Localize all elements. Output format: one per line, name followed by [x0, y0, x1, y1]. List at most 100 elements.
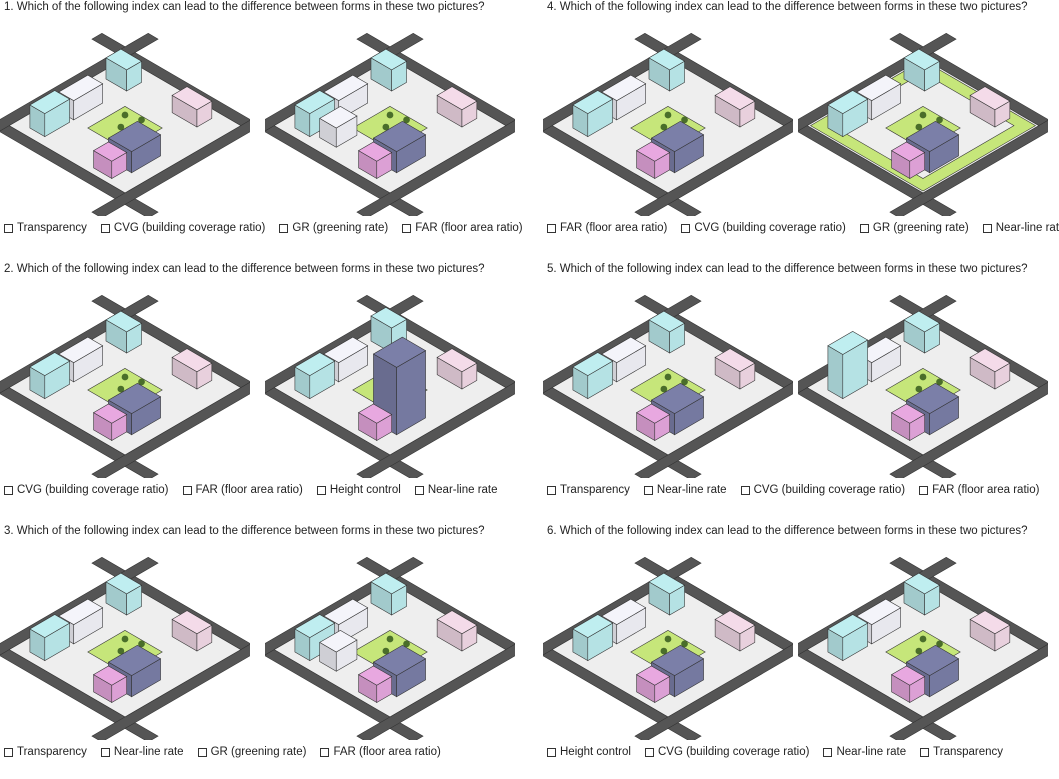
option-2[interactable]: CVG (building coverage ratio) [681, 222, 846, 234]
building-roof [294, 90, 336, 114]
option-label: Height control [329, 484, 401, 496]
option-4[interactable]: Near-line rate [982, 222, 1059, 234]
building-roof [58, 336, 104, 363]
option-1[interactable]: Transparency [4, 222, 87, 234]
checkbox[interactable] [100, 747, 110, 757]
checkbox[interactable] [547, 223, 556, 233]
option-label: CVG (building coverage ratio) [694, 222, 846, 234]
tree-icon [681, 116, 688, 124]
option-4[interactable]: FAR (floor area ratio) [320, 746, 441, 758]
site-diagram-a [0, 278, 260, 478]
tree-icon [919, 635, 927, 643]
checkbox[interactable] [547, 485, 556, 495]
building-roof [856, 74, 902, 101]
building-roof [323, 598, 369, 625]
checkbox[interactable] [4, 747, 13, 757]
building-roof [319, 106, 358, 129]
option-2[interactable]: FAR (floor area ratio) [182, 484, 303, 496]
option-3[interactable]: Near-line rate [823, 746, 906, 758]
option-3[interactable]: GR (greening rate) [197, 746, 306, 758]
tree-icon [664, 635, 672, 643]
checkbox[interactable] [4, 223, 13, 233]
option-label: Transparency [560, 484, 630, 496]
option-label: Transparency [17, 746, 87, 758]
option-3[interactable]: GR (greening rate) [279, 222, 388, 234]
checkbox[interactable] [4, 485, 13, 495]
tree-icon [138, 116, 145, 124]
isometric-site-svg [798, 32, 1048, 216]
building-roof [171, 86, 213, 111]
checkbox[interactable] [414, 485, 424, 495]
building-roof [650, 120, 705, 152]
checkbox[interactable] [547, 747, 556, 757]
checkbox[interactable] [920, 747, 930, 757]
option-1[interactable]: Transparency [547, 484, 630, 496]
checkbox[interactable] [644, 747, 654, 757]
option-1[interactable]: FAR (floor area ratio) [547, 222, 667, 234]
checkbox[interactable] [279, 223, 289, 233]
building-roof [891, 665, 926, 686]
building-roof [370, 572, 408, 595]
building-roof [29, 352, 71, 376]
site-diagram-a [543, 16, 803, 216]
tree-icon [936, 378, 943, 386]
checkbox[interactable] [681, 223, 691, 233]
checkbox[interactable] [859, 223, 869, 233]
option-label: FAR (floor area ratio) [195, 484, 303, 496]
checkbox[interactable] [740, 485, 750, 495]
option-2[interactable]: CVG (building coverage ratio) [100, 222, 265, 234]
checkbox[interactable] [320, 747, 330, 757]
option-2[interactable]: Near-line rate [100, 746, 184, 758]
checkbox[interactable] [182, 485, 192, 495]
building-roof [107, 382, 162, 414]
option-label: Transparency [933, 746, 1004, 758]
option-label: Near-line rate [656, 484, 727, 496]
checkbox[interactable] [643, 485, 653, 495]
checkbox[interactable] [197, 747, 207, 757]
checkbox[interactable] [823, 747, 833, 757]
tree-icon [121, 373, 129, 381]
option-4[interactable]: Transparency [920, 746, 1003, 758]
tree-icon [664, 111, 672, 119]
option-4[interactable]: FAR (floor area ratio) [402, 222, 523, 234]
checkbox[interactable] [316, 485, 326, 495]
option-3[interactable]: CVG (building coverage ratio) [740, 484, 905, 496]
building-roof [294, 352, 336, 376]
building-roof [319, 630, 358, 653]
building-roof [903, 572, 941, 595]
tree-icon [936, 116, 943, 124]
tree-icon [915, 385, 923, 393]
option-4[interactable]: FAR (floor area ratio) [919, 484, 1039, 496]
tree-icon [660, 385, 668, 393]
building-roof [107, 644, 162, 676]
checkbox[interactable] [402, 223, 412, 233]
option-2[interactable]: CVG (building coverage ratio) [644, 746, 809, 758]
option-3[interactable]: Height control [316, 484, 401, 496]
option-1[interactable]: Height control [547, 746, 631, 758]
option-4[interactable]: Near-line rate [414, 484, 498, 496]
checkbox[interactable] [919, 485, 929, 495]
tree-icon [660, 647, 668, 655]
option-1[interactable]: CVG (building coverage ratio) [4, 484, 169, 496]
building-roof [903, 48, 941, 71]
site-diagram-a [0, 540, 260, 740]
building-roof [358, 403, 393, 424]
option-1[interactable]: Transparency [4, 746, 87, 758]
building-roof [105, 572, 143, 595]
tree-icon [660, 123, 668, 131]
building-roof [436, 348, 478, 373]
option-3[interactable]: GR (greening rate) [859, 222, 969, 234]
isometric-site-svg [543, 556, 793, 740]
checkbox[interactable] [100, 223, 110, 233]
isometric-site-svg [0, 32, 250, 216]
checkbox[interactable] [982, 223, 992, 233]
building-roof [58, 598, 104, 625]
site-diagram-a [543, 540, 803, 740]
building-roof [827, 331, 869, 355]
isometric-site-svg [543, 32, 793, 216]
question-1: 1. Which of the following index can lead… [0, 0, 523, 255]
question-2: 2. Which of the following index can lead… [0, 262, 520, 517]
option-2[interactable]: Near-line rate [643, 484, 727, 496]
option-label: Near-line rate [995, 222, 1059, 234]
question-title: 4. Which of the following index can lead… [547, 1, 1028, 13]
